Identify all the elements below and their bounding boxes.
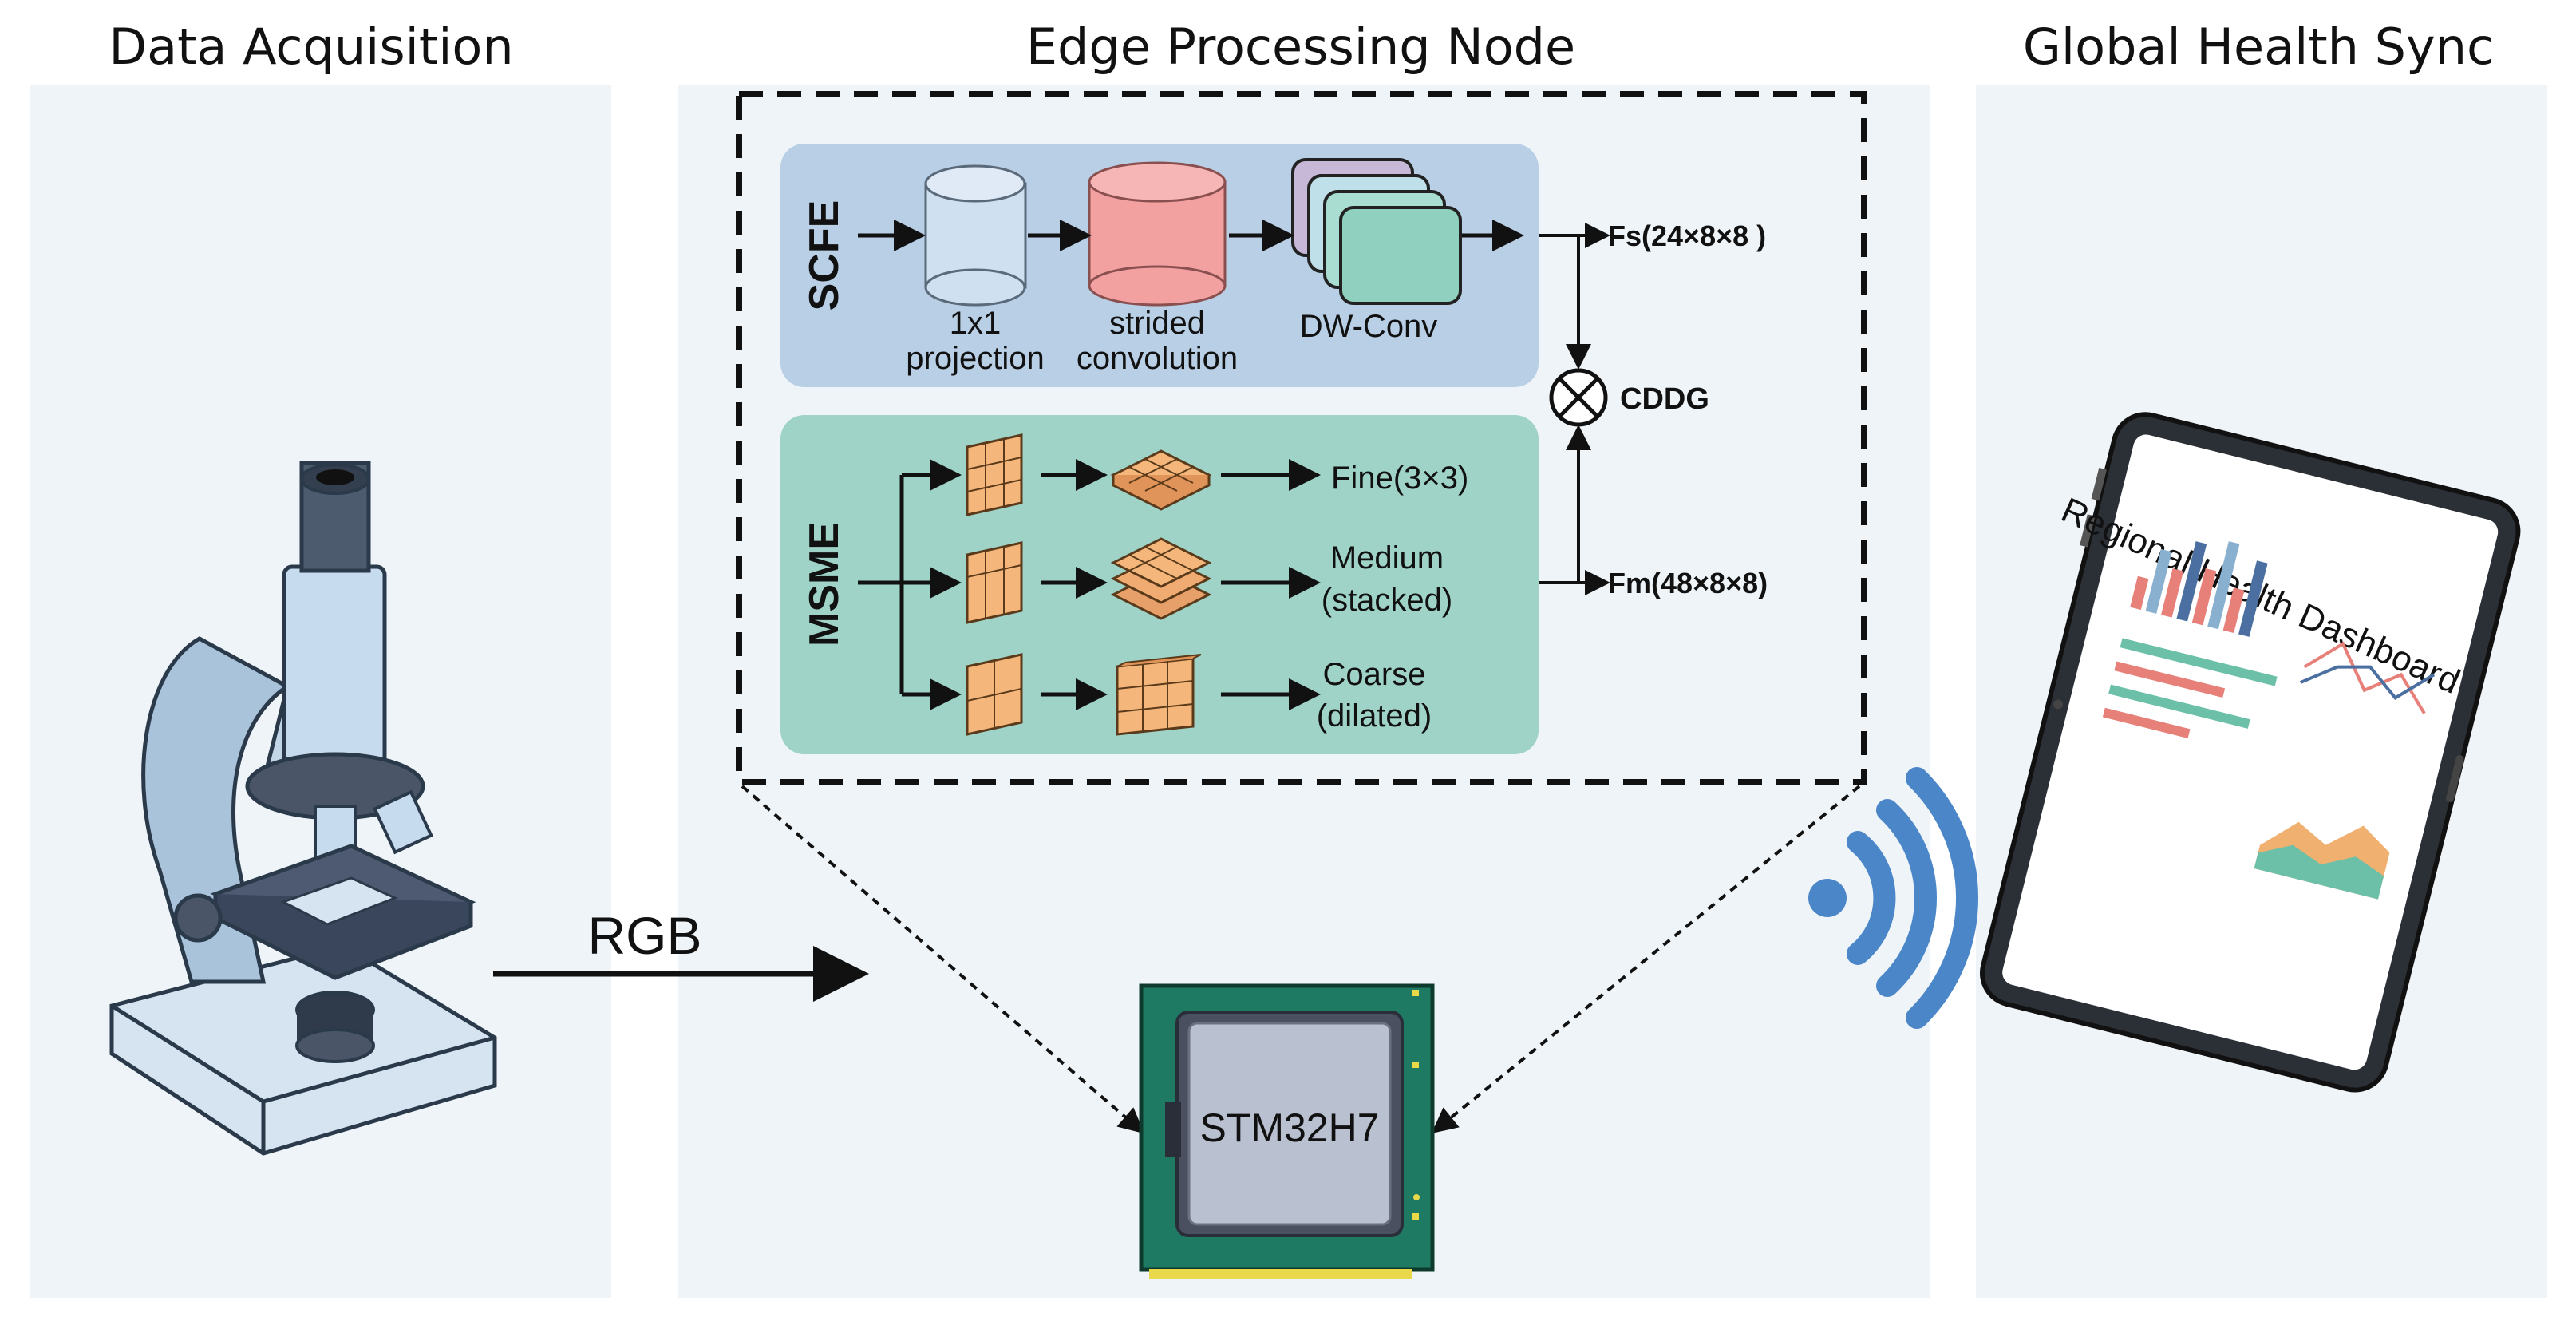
panel-title-edge-processing: Edge Processing Node [1025,18,1576,76]
coarse-kernel-grid [966,653,1023,736]
dw-conv-stack [1291,158,1462,305]
msme-label: MSME [801,522,847,647]
dashboard-bar-chart [2130,541,2268,637]
step-3-line1: DW-Conv [1300,309,1438,344]
wifi-signal-icon [1808,767,1979,1029]
zoom-line-left [741,785,1145,1134]
coarse-dilated-tile [1116,654,1202,736]
step-2-line2: convolution [1077,341,1238,376]
fine-kernel-grid [966,433,1023,516]
fs-output-label: Fs(24×8×8 ) [1608,220,1766,252]
step-1-line2: projection [906,341,1044,376]
medium-label-line2: (stacked) [1322,583,1453,618]
medium-stacked-tile [1110,537,1212,620]
fm-output-label: Fm(48×8×8) [1608,567,1768,599]
fine-feature-tile [1110,449,1212,511]
microscope-icon [109,461,497,1156]
strided-conv-cylinder [1088,161,1227,307]
dashboard-horizontal-bars [2102,638,2278,739]
cddg-fusion-icon [1549,368,1608,427]
cddg-label: CDDG [1620,382,1709,416]
panel-title-data-acquisition: Data Acquisition [109,18,514,76]
dashboard-area-chart [2254,821,2390,900]
fine-label: Fine(3×3) [1331,461,1468,496]
step-2-line1: strided [1109,306,1205,341]
scfe-label: SCFE [801,200,847,311]
edge-zoom-box [736,91,1867,785]
projection-cylinder [924,164,1027,307]
panel-title-global-health-sync: Global Health Sync [2022,18,2495,76]
rgb-label: RGB [587,906,701,965]
step-1-line1: 1x1 [950,306,1002,341]
mcu-chip-icon [1139,983,1435,1279]
dashboard-line-chart [2299,641,2436,714]
zoom-line-right [1431,785,1861,1134]
chip-label: STM32H7 [1199,1105,1379,1150]
medium-label-line1: Medium [1330,540,1444,575]
medium-kernel-grid [966,541,1023,624]
coarse-label-line2: (dilated) [1317,698,1432,734]
tablet-device-icon [1979,412,2521,1093]
coarse-label-line1: Coarse [1323,657,1426,692]
